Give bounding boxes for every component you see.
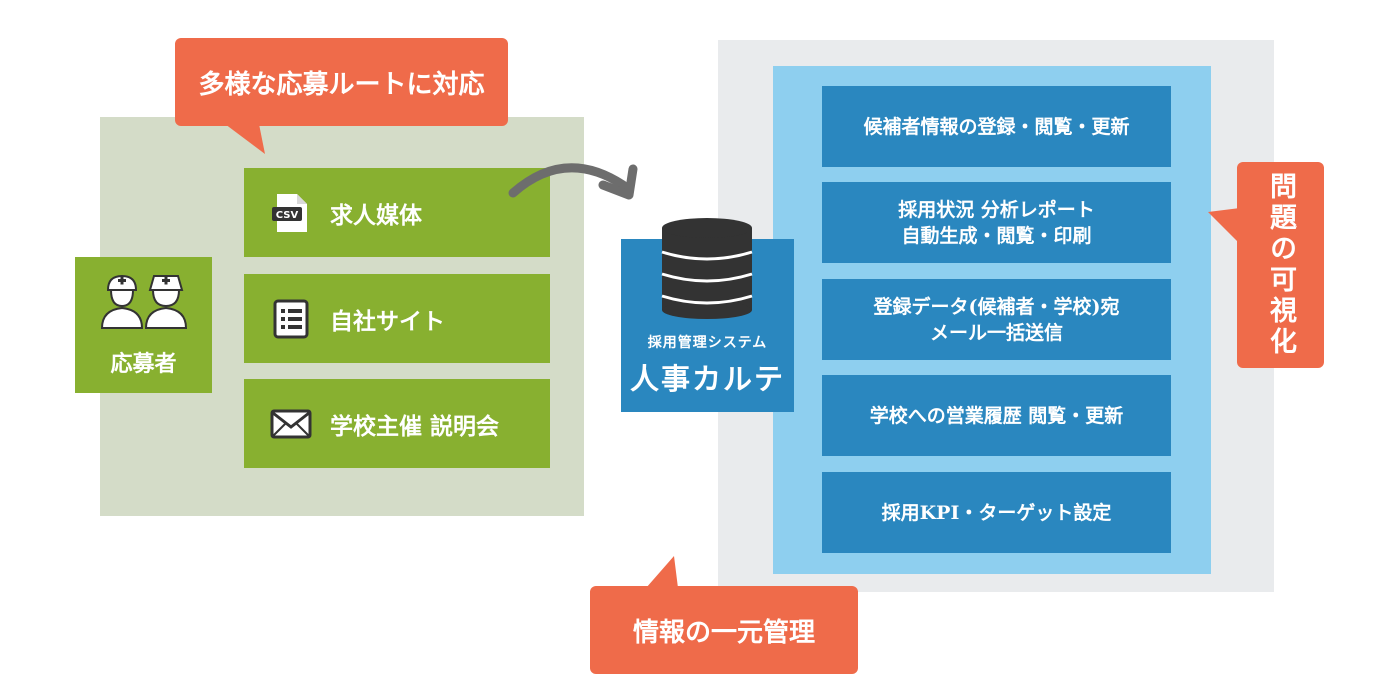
source-card-job-media: CSV 求人媒体 [244, 168, 550, 257]
source-card-school-session: 学校主催 説明会 [244, 379, 550, 468]
feature-sales-history: 学校への営業履歴 閲覧・更新 [822, 375, 1171, 456]
routes-callout: 多様な応募ルートに対応 [175, 38, 508, 126]
system-box: 採用管理システム 人事カルテ [621, 239, 794, 412]
source-label-job-media: 求人媒体 [330, 201, 422, 229]
envelope-icon [270, 403, 312, 445]
feature-line: 登録データ(候補者・学校)宛 [873, 295, 1120, 318]
system-sub-label: 採用管理システム [647, 335, 768, 351]
svg-text:CSV: CSV [276, 210, 299, 221]
database-icon [661, 218, 753, 319]
routes-callout-text: 多様な応募ルートに対応 [198, 69, 485, 100]
source-label-company-site: 自社サイト [330, 307, 445, 335]
feature-report: 採用状況 分析レポート 自動生成・閲覧・印刷 [822, 182, 1171, 263]
feature-kpi: 採用KPI・ターゲット設定 [822, 472, 1171, 553]
applicants-icon [98, 272, 190, 336]
feature-line: 候補者情報の登録・閲覧・更新 [863, 115, 1130, 138]
feature-bulk-mail: 登録データ(候補者・学校)宛 メール一括送信 [822, 279, 1171, 360]
unified-callout-tail [646, 556, 678, 588]
applicant-label: 応募者 [110, 351, 177, 377]
system-name: 人事カルテ [629, 362, 785, 396]
source-card-company-site: 自社サイト [244, 274, 550, 363]
unified-callout-text: 情報の一元管理 [632, 617, 815, 648]
feature-line: 学校への営業履歴 閲覧・更新 [869, 404, 1124, 427]
feature-line: 採用状況 分析レポート [898, 198, 1095, 221]
feature-line: 自動生成・閲覧・印刷 [901, 224, 1092, 247]
feature-line: メール一括送信 [929, 321, 1063, 344]
unified-callout: 情報の一元管理 [590, 586, 858, 674]
visualize-callout-text: 問題の可視化 [1265, 172, 1296, 358]
csv-file-icon: CSV [270, 192, 312, 234]
visualize-callout-tail [1208, 208, 1240, 244]
source-label-school-session: 学校主催 説明会 [330, 412, 500, 440]
flow-arrow [508, 163, 638, 200]
feature-candidate-info: 候補者情報の登録・閲覧・更新 [822, 86, 1171, 167]
feature-line: 採用KPI・ターゲット設定 [881, 501, 1112, 524]
applicant-box: 応募者 [75, 257, 212, 393]
visualize-callout: 問題の可視化 [1237, 162, 1324, 368]
routes-callout-tail [225, 124, 265, 154]
list-document-icon [270, 298, 312, 340]
